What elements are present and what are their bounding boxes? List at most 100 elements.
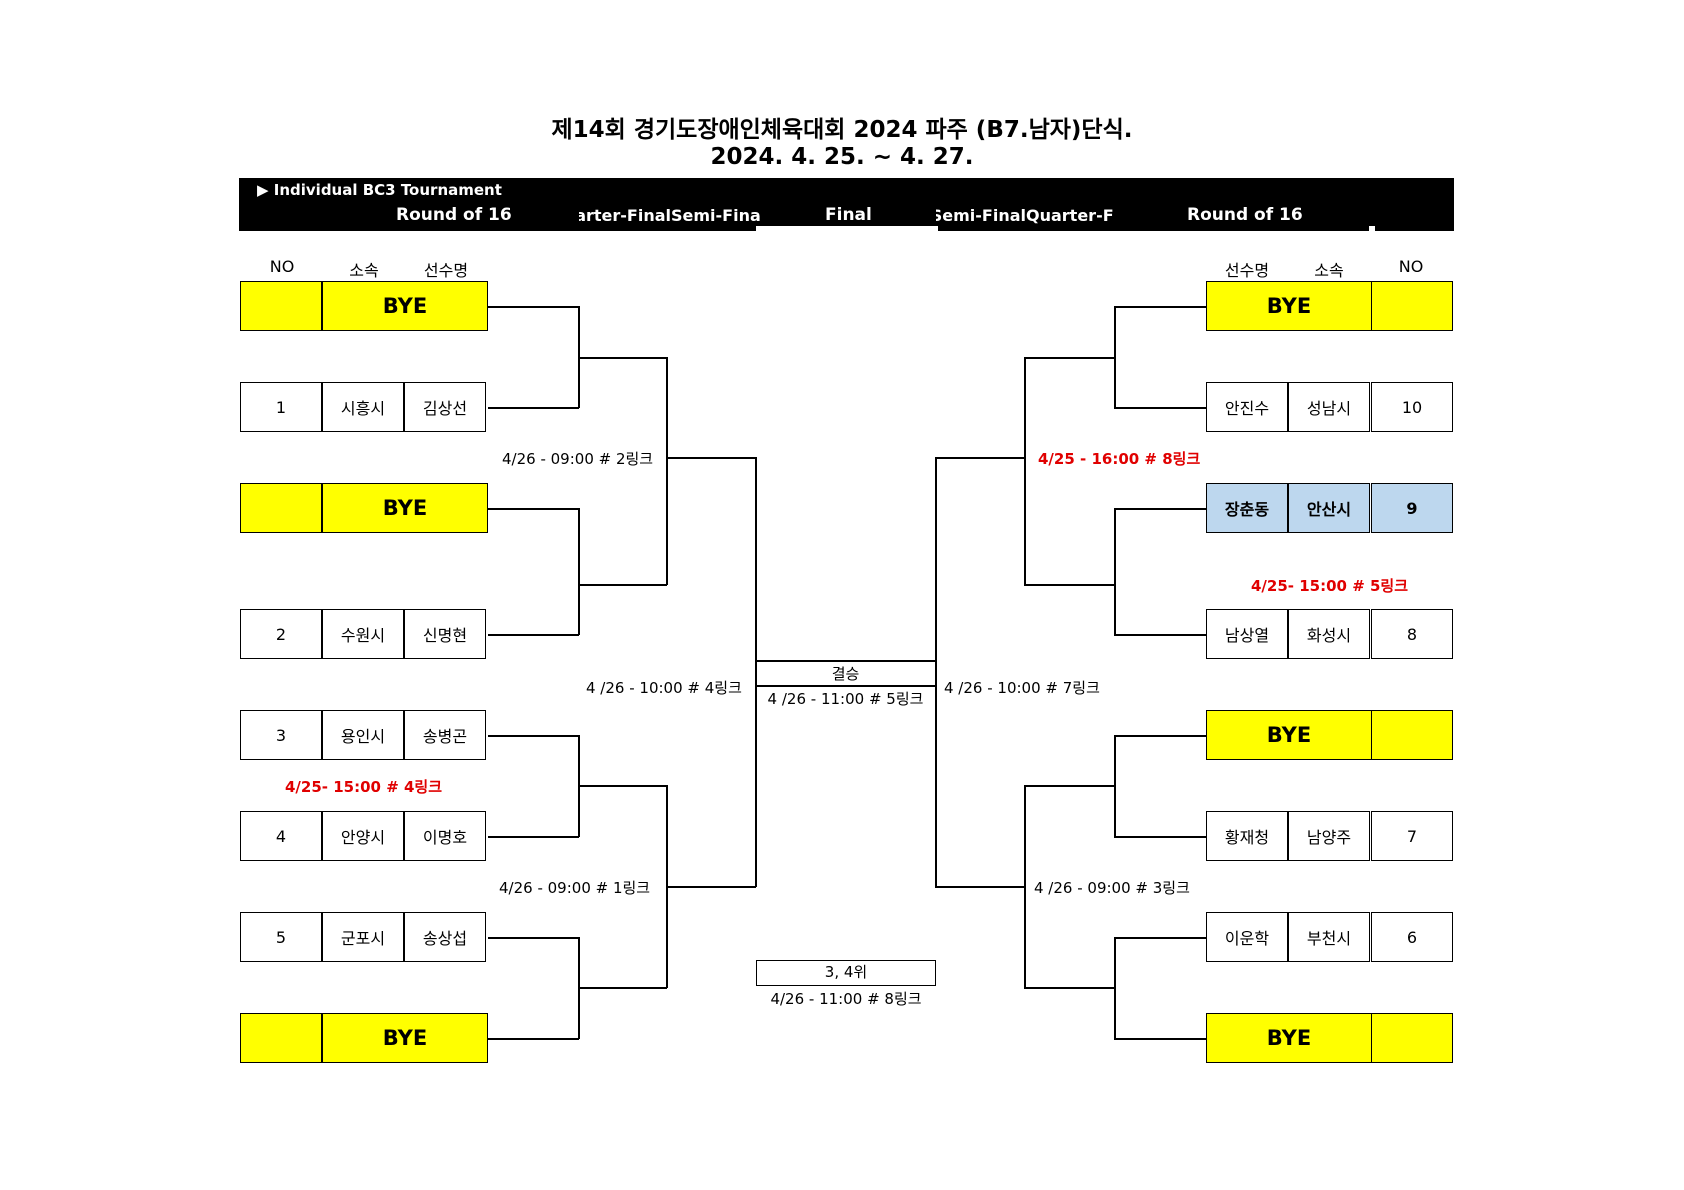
bracket-line — [578, 987, 667, 989]
bracket-line — [666, 357, 668, 585]
third-place-box: 3, 4위 — [756, 960, 936, 986]
match-time-left-qf2: 4/26 - 09:00 # 1링크 — [499, 879, 651, 897]
right-entry-name: 남상열 — [1206, 609, 1288, 659]
bracket-line — [488, 836, 579, 838]
match-time-right-r16: 4/25- 15:00 # 5링크 — [1251, 577, 1409, 595]
bracket-line — [1114, 937, 1116, 1039]
left-entry-name: 송상섭 — [404, 912, 486, 962]
bracket-line — [1024, 357, 1026, 585]
left-entry-no — [240, 1013, 322, 1063]
right-entry-bye: BYE — [1206, 1013, 1372, 1063]
left-entry-bye: BYE — [322, 281, 488, 331]
bracket-line — [578, 357, 667, 359]
left-entry-no — [240, 483, 322, 533]
right-entry-no — [1371, 281, 1453, 331]
round16-right-header: Round of 16 — [1187, 205, 1303, 225]
right-entry-no: 10 — [1371, 382, 1453, 432]
quarter-left-header: Quarter-Final — [579, 206, 671, 225]
left-entry-team: 안양시 — [322, 811, 404, 861]
bracket-line — [1024, 785, 1115, 787]
tournament-label: ▶ Individual BC3 Tournament — [257, 181, 502, 199]
bracket-line — [1024, 357, 1115, 359]
bracket-line — [755, 457, 757, 887]
bracket-line — [488, 1038, 579, 1040]
bracket-line — [935, 457, 937, 887]
right-entry-no — [1371, 1013, 1453, 1063]
bracket-line — [1114, 306, 1116, 408]
bracket-line — [1114, 937, 1206, 939]
left-entry-team: 시흥시 — [322, 382, 404, 432]
bracket-line — [1114, 735, 1206, 737]
right-entry-team: 성남시 — [1288, 382, 1370, 432]
bracket-line — [1114, 508, 1116, 635]
bracket-line — [488, 634, 579, 636]
bracket-line — [1114, 634, 1206, 636]
match-time-right-qf1: 4/25 - 16:00 # 8링크 — [1038, 450, 1201, 468]
match-time-right-sf: 4 /26 - 10:00 # 7링크 — [944, 679, 1100, 697]
final-line — [755, 685, 936, 687]
right-entry-name: 안진수 — [1206, 382, 1288, 432]
left-entry-name: 송병곤 — [404, 710, 486, 760]
right-entry-no: 6 — [1371, 912, 1453, 962]
left-entry-team: 용인시 — [322, 710, 404, 760]
left-entry-no: 2 — [240, 609, 322, 659]
right-entry-bye: BYE — [1206, 710, 1372, 760]
bracket-line — [488, 508, 579, 510]
page-date-range: 2024. 4. 25. ~ 4. 27. — [710, 144, 974, 170]
semi-right-header: Semi-Final — [936, 206, 1026, 225]
final-line — [755, 660, 936, 662]
bracket-line — [935, 457, 1025, 459]
round-header-bar: ▶ Individual BC3 Tournament Round of 16 … — [239, 178, 1454, 232]
bracket-line — [488, 407, 579, 409]
bracket-line — [1114, 508, 1206, 510]
left-entry-team: 수원시 — [322, 609, 404, 659]
quarter-right-header: Quarter-Final — [1026, 206, 1114, 225]
bracket-line — [935, 886, 1025, 888]
left-entry-no: 3 — [240, 710, 322, 760]
page-title: 제14회 경기도장애인체육대회 2024 파주 (B7.남자)단식. — [551, 117, 1133, 143]
match-time-left-sf: 4 /26 - 10:00 # 4링크 — [586, 679, 742, 697]
right-entry-bye: BYE — [1206, 281, 1372, 331]
final-time: 4 /26 - 11:00 # 5링크 — [767, 690, 924, 708]
left-entry-bye: BYE — [322, 483, 488, 533]
col-team-right: 소속 — [1314, 261, 1344, 280]
right-entry-team: 화성시 — [1288, 609, 1370, 659]
right-entry-name: 장춘동 — [1206, 483, 1288, 533]
right-entry-team: 남양주 — [1288, 811, 1370, 861]
final-label: 결승 — [831, 665, 860, 683]
header-notch — [1369, 226, 1375, 232]
left-entry-name: 이명호 — [404, 811, 486, 861]
bracket-line — [1114, 1038, 1206, 1040]
right-entry-team: 안산시 — [1288, 483, 1370, 533]
bracket-line — [666, 457, 756, 459]
bracket-line — [666, 886, 756, 888]
bracket-line — [1114, 306, 1206, 308]
left-entry-team: 군포시 — [322, 912, 404, 962]
bracket-line — [1024, 584, 1115, 586]
round16-left-header: Round of 16 — [396, 205, 512, 225]
bracket-line — [578, 584, 667, 586]
bracket-line — [1024, 785, 1026, 988]
left-entry-no: 4 — [240, 811, 322, 861]
match-time-left-r16: 4/25- 15:00 # 4링크 — [285, 778, 443, 796]
bracket-line — [578, 785, 667, 787]
bracket-line — [488, 306, 579, 308]
col-no-left: NO — [269, 257, 295, 276]
left-entry-name: 김상선 — [404, 382, 486, 432]
col-no-right: NO — [1398, 257, 1424, 276]
right-entry-no: 8 — [1371, 609, 1453, 659]
semi-left-header: Semi-Final — [671, 206, 761, 225]
bracket-line — [488, 735, 579, 737]
bracket-line — [488, 937, 579, 939]
bracket-line — [1114, 735, 1116, 837]
right-entry-no: 7 — [1371, 811, 1453, 861]
match-time-left-qf1: 4/26 - 09:00 # 2링크 — [502, 450, 654, 468]
third-place-time: 4/26 - 11:00 # 8링크 — [770, 990, 922, 1008]
bracket-line — [1024, 987, 1115, 989]
col-team-left: 소속 — [349, 261, 379, 280]
right-entry-team: 부천시 — [1288, 912, 1370, 962]
col-name-left: 선수명 — [423, 261, 469, 280]
bracket-line — [578, 508, 580, 635]
final-header: Final — [825, 205, 872, 225]
left-entry-no: 5 — [240, 912, 322, 962]
